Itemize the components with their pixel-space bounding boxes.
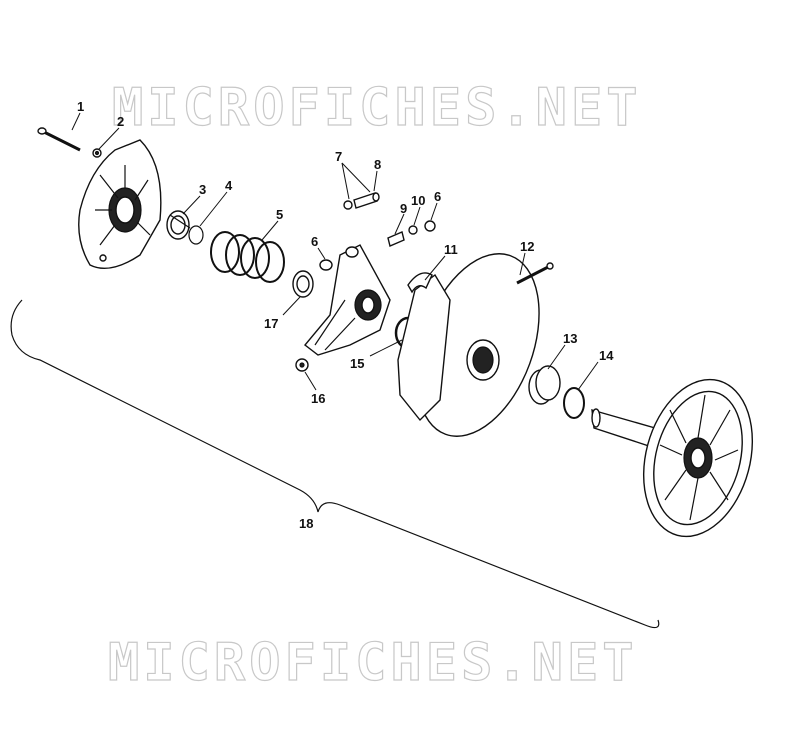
callout-17: 17 [264, 316, 278, 331]
callout-15: 15 [350, 356, 364, 371]
part-spider-arm [303, 244, 391, 356]
part-bushing-13 [528, 365, 561, 405]
part-bushing-17 [292, 270, 314, 298]
part-pin-7-8 [343, 192, 380, 210]
part-fixed-sheave [591, 378, 754, 538]
callout-2: 2 [117, 114, 124, 129]
callout-9: 9 [400, 201, 407, 216]
watermark-bottom: MICROFICHES.NET [108, 633, 638, 693]
callout-6a: 6 [434, 189, 441, 204]
callout-16: 16 [311, 391, 325, 406]
callout-1: 1 [77, 99, 84, 114]
callout-labels: 1 2 3 4 5 6 7 8 9 10 6 11 12 17 15 16 13… [77, 99, 614, 531]
part-moveable-sheave [397, 253, 540, 437]
callout-12: 12 [520, 239, 534, 254]
leader-lines [71, 112, 599, 391]
part-nut [295, 358, 309, 372]
part-pin-9 [387, 231, 405, 247]
part-cover-plate [78, 139, 162, 269]
part-spring [210, 231, 285, 283]
assembly-bracket [10, 299, 660, 629]
callout-14: 14 [599, 348, 614, 363]
part-bolt [37, 127, 81, 152]
part-roller-6a [319, 259, 333, 271]
part-ring-14 [563, 387, 585, 419]
callout-4: 4 [225, 178, 233, 193]
part-bushing [166, 210, 191, 240]
part-roller-6b [424, 220, 436, 232]
callout-18: 18 [299, 516, 313, 531]
callout-13: 13 [563, 331, 577, 346]
watermark-top: MICROFICHES.NET [112, 78, 642, 138]
part-bolt-12 [516, 262, 554, 285]
part-snap-ring-4 [188, 225, 204, 245]
callout-11: 11 [444, 242, 458, 257]
part-washer-10 [408, 225, 418, 235]
callout-6b: 6 [311, 234, 318, 249]
callout-7: 7 [335, 149, 342, 164]
part-washer [92, 148, 102, 158]
callout-8: 8 [374, 157, 381, 172]
callout-3: 3 [199, 182, 206, 197]
callout-10: 10 [411, 193, 425, 208]
callout-5: 5 [276, 207, 283, 222]
